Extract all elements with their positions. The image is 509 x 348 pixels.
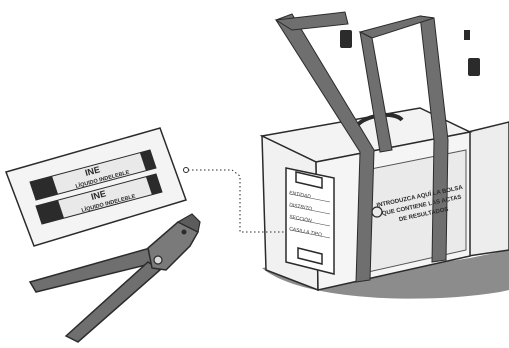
pliers-punch-hole	[182, 230, 187, 235]
bag-side-panel: ENTIDAD DISTRITO SECCIÓN CASILLA TIPO	[286, 168, 334, 274]
pliers-pivot	[154, 256, 162, 264]
electoral-bag: ENTIDAD DISTRITO SECCIÓN CASILLA TIPO IN…	[262, 12, 509, 299]
strap-buckle-right	[468, 58, 480, 76]
strap-top-left	[276, 12, 348, 30]
strap-buckle-mid	[464, 30, 470, 40]
ink-package: INE LÍQUIDO INDELEBLE INE LÍQUIDO INDELE…	[6, 128, 186, 246]
connector-dot	[184, 168, 189, 173]
strap-buckle-left	[340, 30, 352, 48]
bag-back-flap	[468, 122, 509, 256]
